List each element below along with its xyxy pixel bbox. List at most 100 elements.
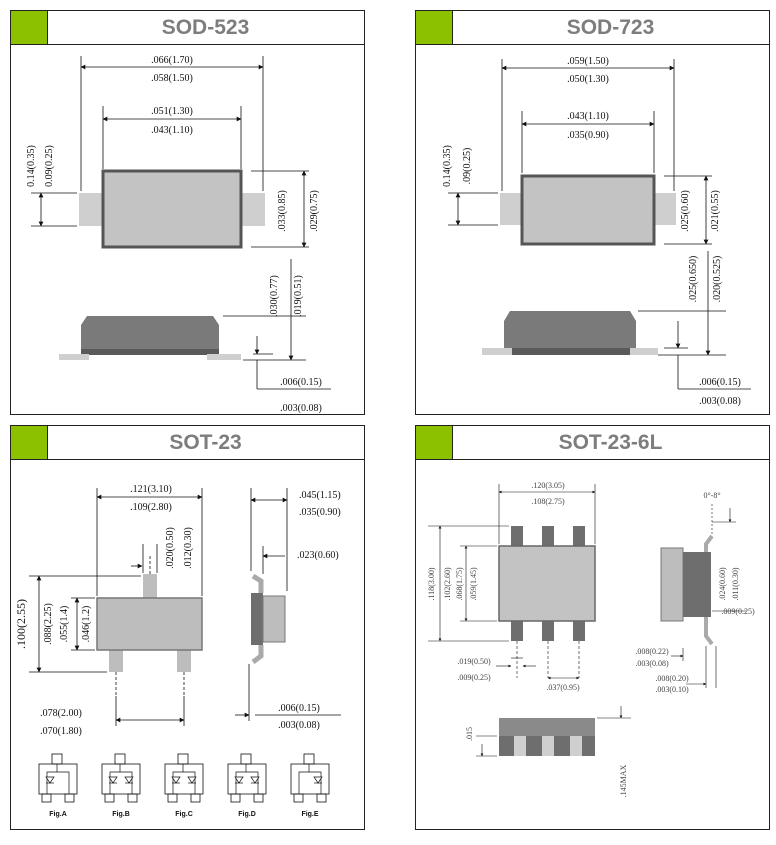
- side-body-dark: [683, 552, 711, 617]
- dim-height-max: .030(0.77): [269, 275, 280, 317]
- dim-thk-max: .008(0.22): [635, 647, 669, 656]
- panel-title: SOD-723: [566, 16, 655, 39]
- dim-height-min: .035(0.90): [299, 507, 341, 518]
- dim-standoff-min: .003(0.08): [278, 720, 320, 731]
- dim-overall-max: .066(1.70): [151, 55, 193, 66]
- lead-right: [241, 193, 265, 226]
- side-lead-left: [59, 354, 89, 360]
- panel-title: SOT-23: [169, 431, 242, 454]
- dim-body-max: .043(1.10): [567, 111, 609, 122]
- figure-c: Fig.C: [164, 753, 204, 818]
- side-body: [660, 547, 684, 622]
- panel-header: SOT-23-6L: [416, 426, 769, 460]
- lead-2: [542, 526, 554, 546]
- dim-lead-min: .09(0.25): [462, 148, 473, 185]
- lead-bottom-left: [109, 650, 123, 672]
- dim-standoff-min: .003(0.08): [280, 403, 322, 414]
- dim-side-tag: 0°-8°: [703, 491, 720, 500]
- dim-total-max: .118(3.00): [427, 567, 436, 600]
- dim-len-min: .108(2.75): [531, 497, 565, 506]
- dim-length-max: .121(3.10): [130, 484, 172, 495]
- side-lead-top: [251, 573, 264, 593]
- side-body: [81, 316, 219, 355]
- dim-body-min: .043(1.10): [151, 125, 193, 136]
- dim-totalw-min: .088(2.25): [43, 603, 54, 645]
- dim-h-max: .024(0.60): [718, 567, 727, 601]
- figure-label: Fig.D: [238, 811, 256, 818]
- dim-width-min: .029(0.75): [309, 190, 320, 232]
- dim-standoff-min: .003(0.08): [699, 396, 741, 407]
- sod523-drawing: .066(1.70) .058(1.50) .051(1.30) .043(1.…: [26, 55, 331, 414]
- lead-6: [573, 621, 585, 641]
- side-lead-left: [482, 348, 512, 355]
- dim-height-max: .025(0.650): [688, 256, 699, 303]
- dim-standoff-max: .006(0.15): [278, 703, 320, 714]
- accent-block: [11, 426, 48, 459]
- package-body: [498, 545, 596, 622]
- dim-body-min: .059(1.45): [469, 567, 478, 601]
- dim-overall-max: .059(1.50): [567, 56, 609, 67]
- dim-bodyw-min: .046(1.2): [81, 606, 92, 643]
- figure-e: Fig.E: [290, 753, 330, 818]
- figure-d: Fig.D: [227, 753, 267, 818]
- dim-thk-min: .003(0.08): [635, 659, 669, 668]
- dim-leadw-min: .012(0.30): [183, 527, 194, 569]
- dim-lead-max: 0.14(0.35): [442, 145, 453, 187]
- figure-label: Fig.C: [175, 811, 193, 818]
- dim-standoff-max: .006(0.15): [699, 377, 741, 388]
- figure-b: Fig.B: [101, 753, 141, 818]
- lead-5: [542, 621, 554, 641]
- panel-title: SOD-523: [161, 16, 250, 39]
- dim-h-min: .011(0.30): [731, 567, 740, 600]
- dim-overall-min: .050(1.30): [567, 74, 609, 85]
- lead-left: [500, 193, 522, 225]
- dim-foot-min: .003(0.10): [655, 685, 689, 694]
- panel-header: SOD-723: [416, 11, 769, 45]
- lead-top: [143, 574, 157, 598]
- lead-right: [654, 193, 676, 225]
- dim-len-max: .120(3.05): [531, 481, 565, 490]
- sod723-drawing: .059(1.50) .050(1.30) .043(1.10) .035(0.…: [442, 56, 751, 407]
- dim-body-min: .035(0.90): [567, 130, 609, 141]
- dim-body-max: .068(1.75): [455, 567, 464, 601]
- dim-bodyw-max: .055(1.4): [59, 606, 70, 643]
- dim-thk: .023(0.60): [297, 550, 339, 561]
- sot23-drawing: .121(3.10) .109(2.80) .020(0.50) .012(0.…: [14, 484, 341, 818]
- side-lead-right: [207, 354, 241, 360]
- dim-totalw-max: .100(2.55): [14, 599, 28, 649]
- accent-block: [416, 426, 453, 459]
- dim-standoff-max: .006(0.15): [280, 377, 322, 388]
- side-body-dark: [251, 593, 263, 645]
- dim-width-min: .021(0.55): [710, 190, 721, 232]
- dim-total-min: .102(2.60): [443, 567, 452, 601]
- dim-side-min: .009(0.25): [721, 607, 755, 616]
- lead-4: [511, 621, 523, 641]
- dim-lead-max: .019(0.50): [457, 657, 491, 666]
- dim-width-max: .033(0.85): [277, 190, 288, 232]
- side-body: [504, 311, 636, 355]
- figure-label: Fig.B: [112, 811, 130, 818]
- side-lead-bottom: [704, 617, 714, 646]
- panel-title: SOT-23-6L: [558, 431, 663, 454]
- bottom-lead-3: [570, 736, 582, 756]
- dim-lead-min: 0.09(0.25): [44, 145, 55, 187]
- dim-body-max: .051(1.30): [151, 106, 193, 117]
- panel-sot236l: SOT-23-6L .120(3.05) .108(2.75) .118(3.0…: [415, 425, 770, 830]
- lead-1: [511, 526, 523, 546]
- accent-block: [416, 11, 453, 44]
- dim-lead-min: .009(0.25): [457, 673, 491, 682]
- package-body: [96, 597, 203, 651]
- dim-pitch-max: .078(2.00): [40, 708, 82, 719]
- figure-label: Fig.E: [301, 811, 318, 818]
- panel-sod523: SOD-523 .066(1.70) .058(1.50) .051(1.30)…: [10, 10, 365, 415]
- bottom-lead-1: [514, 736, 526, 756]
- dim-pitch: .037(0.95): [546, 683, 580, 692]
- panel-sot23: SOT-23 .121(3.10) .109(2.80) .020(0.50) …: [10, 425, 365, 830]
- dim-foot-max: .008(0.20): [655, 674, 689, 683]
- panel-header: SOT-23: [11, 426, 364, 460]
- dim-width-max: .025(0.60): [680, 190, 691, 232]
- lead-left: [79, 193, 103, 226]
- dim-length-min: .109(2.80): [130, 502, 172, 513]
- dim-height-min: .020(0.525): [712, 256, 723, 303]
